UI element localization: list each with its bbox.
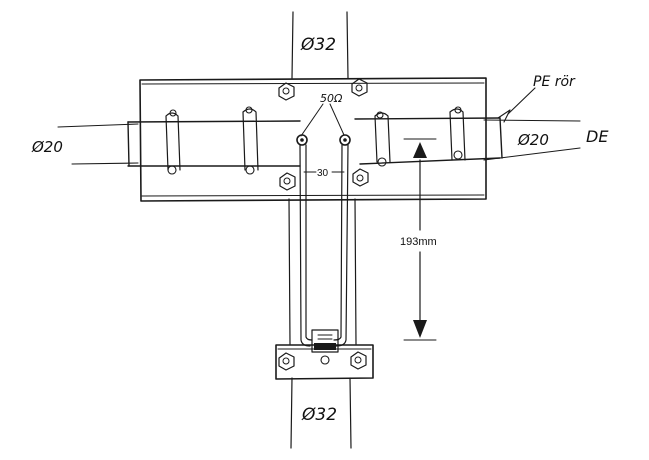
boom-left (57, 123, 139, 165)
boom-tube-in-plate (127, 117, 503, 167)
feed-bolt-left (296, 134, 308, 146)
nut-icon (278, 82, 295, 101)
arrow-head-icon (413, 320, 427, 338)
u-clamp-1 (165, 112, 181, 171)
mast-top (291, 11, 349, 79)
nut-icon (352, 168, 369, 187)
mast-bottom-label: Ø32 (301, 405, 337, 425)
feed-spacing-label: 30 (317, 168, 329, 179)
pe-pipe-leader (497, 87, 536, 123)
boom-right-label: Ø20 (517, 131, 549, 149)
arrow-head-icon (413, 142, 427, 158)
mast-bottom (290, 377, 352, 449)
pe-pipe-label: PE rör (533, 74, 576, 90)
nut-icon (278, 352, 295, 371)
bottom-plate (275, 344, 374, 380)
bolt-icon (320, 355, 330, 365)
u-clamp-3 (374, 112, 391, 163)
u-clamp-4 (449, 108, 466, 161)
bolt-icon (167, 106, 463, 175)
boom-left-label: Ø20 (31, 138, 63, 156)
de-label: DE (586, 127, 609, 146)
main-plate (139, 77, 487, 202)
nut-icon (351, 78, 368, 97)
u-clamp-2 (242, 108, 259, 171)
bottom-clamp-block (311, 329, 339, 353)
nut-icon (279, 172, 296, 191)
stem-rails (288, 198, 357, 345)
height-dimension (403, 138, 437, 341)
height-label: 193mm (400, 236, 437, 248)
feed-bolt-right (339, 134, 351, 146)
nut-icon (350, 351, 367, 370)
impedance-label: 50Ω (320, 92, 343, 105)
mast-top-label: Ø32 (300, 35, 336, 55)
impedance-leader (300, 103, 345, 137)
